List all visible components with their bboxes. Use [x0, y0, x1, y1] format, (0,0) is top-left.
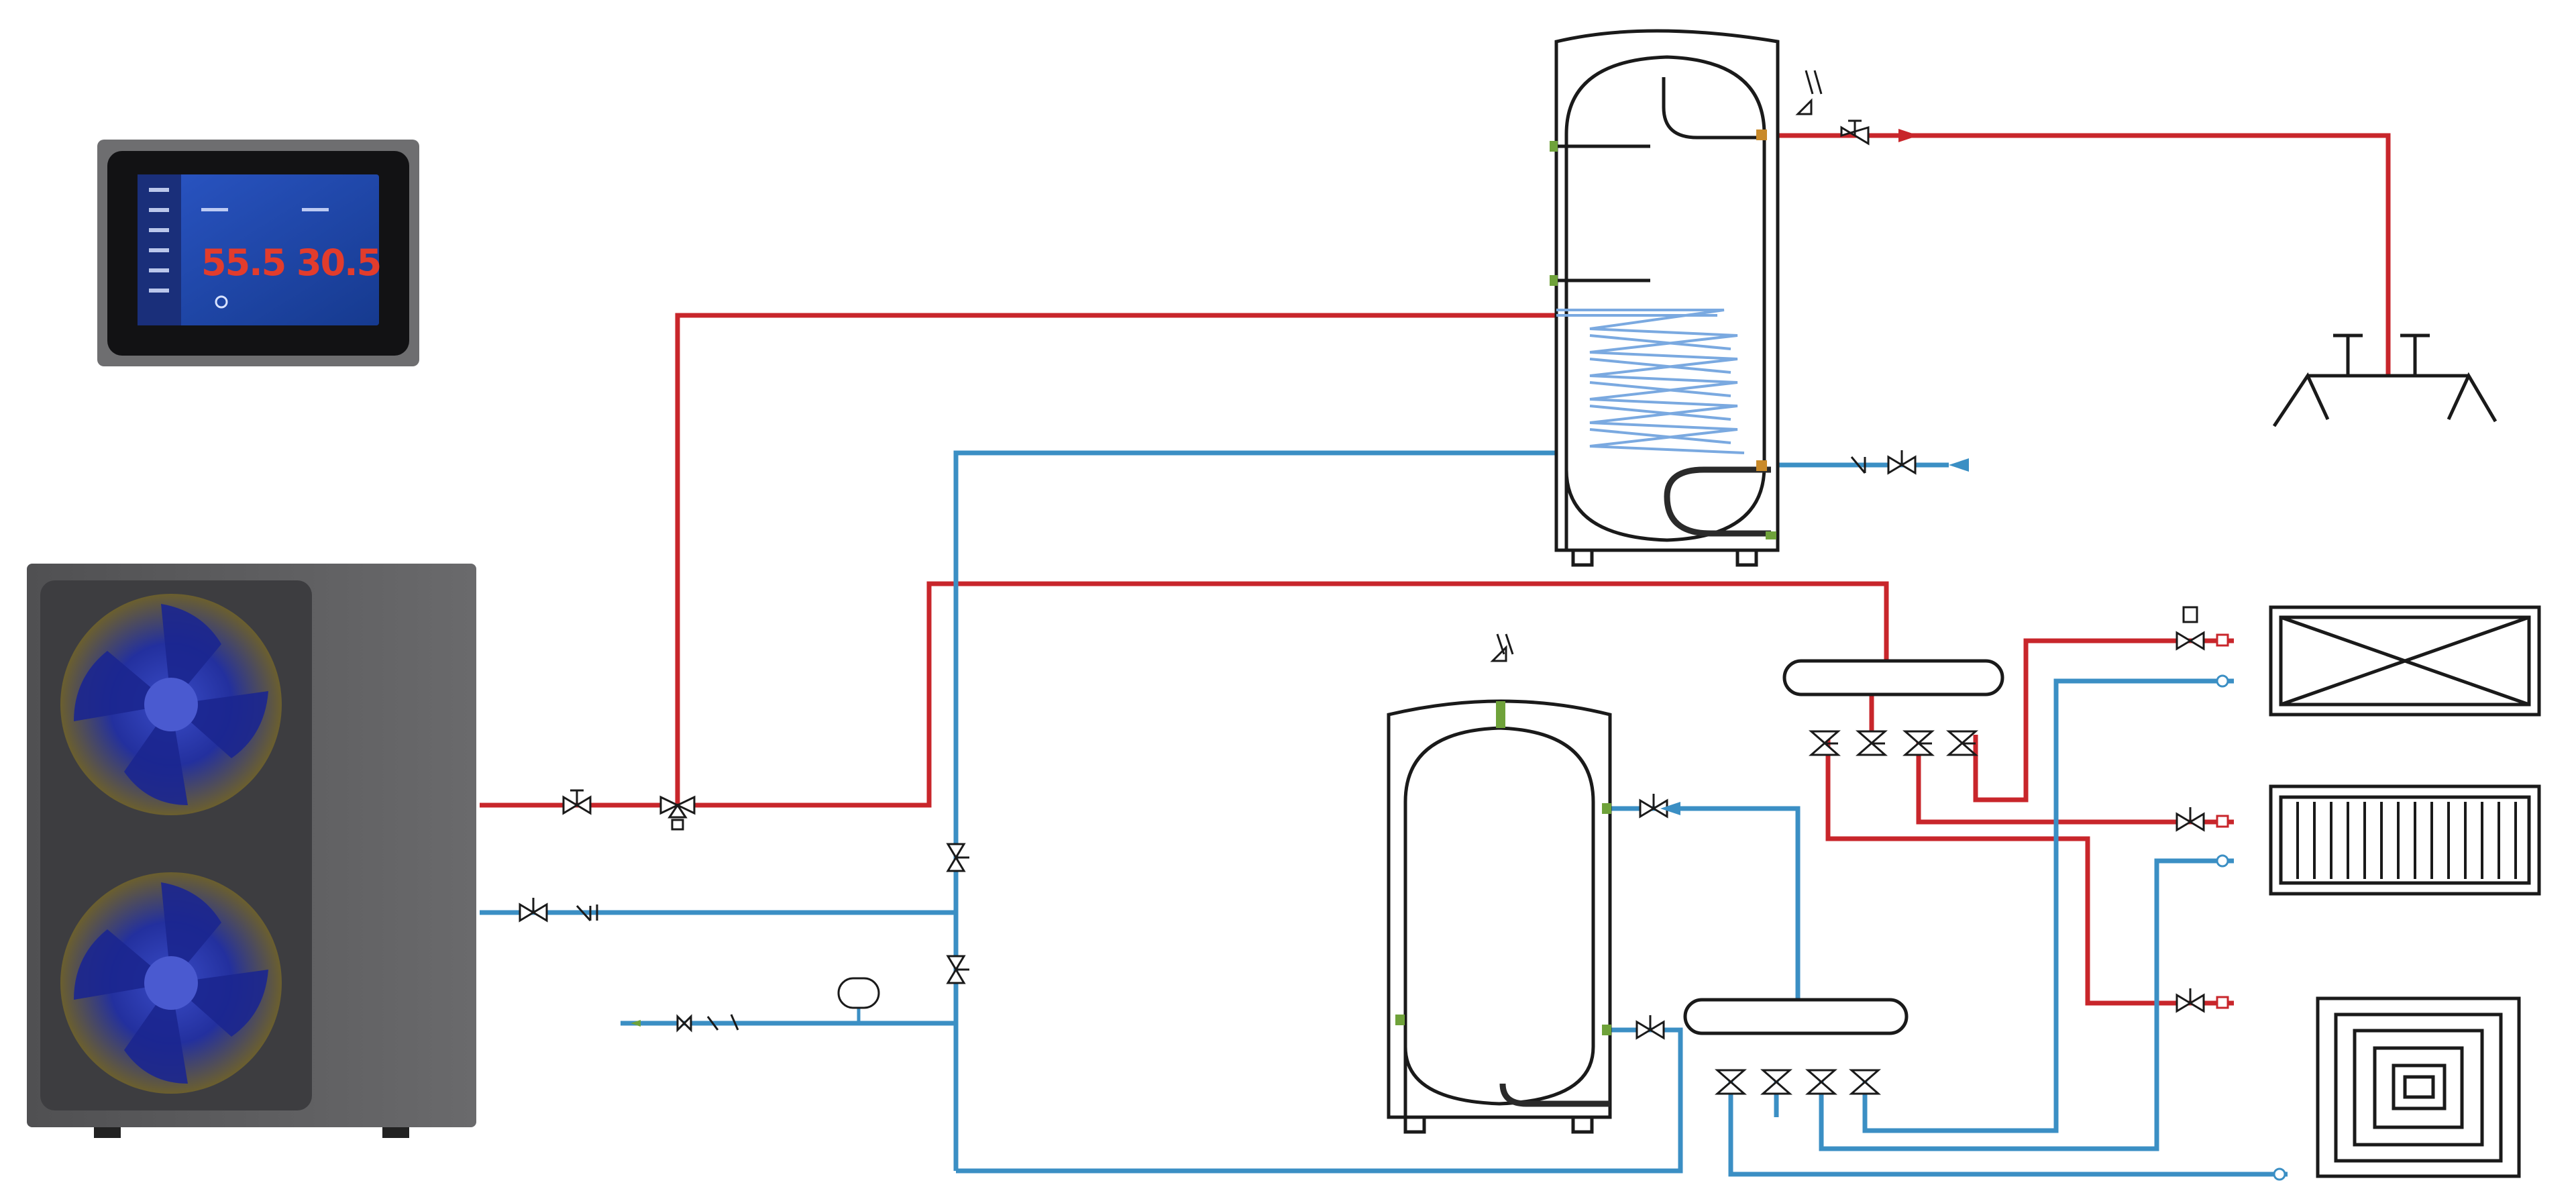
valve-icon	[1635, 1015, 1665, 1040]
cold-pipe-buffer-upper	[1610, 806, 1801, 1000]
shower-outlet-icon	[2272, 333, 2498, 427]
valve-icon	[1715, 1069, 1747, 1095]
valve-icon	[1809, 730, 1841, 756]
valve-icon	[1840, 119, 1870, 146]
heat-pump-unit	[27, 564, 476, 1138]
buffer-tank-icon	[1387, 699, 1612, 1134]
cold-pipe-fancoil-return	[1862, 678, 2234, 1133]
hot-manifold	[1782, 659, 2004, 696]
fan-coil-unit-icon	[2269, 605, 2541, 717]
wall-controller-icon	[97, 140, 419, 366]
valve-icon	[1902, 730, 1935, 756]
hot-pipes	[480, 133, 2391, 1006]
valve-icon	[2176, 606, 2205, 651]
hot-water-cylinder-icon	[1554, 29, 1780, 567]
radiator-icon	[2269, 784, 2541, 896]
valve-icon	[1805, 1069, 1837, 1095]
cold-pipe-floor-return	[1728, 1070, 2288, 1177]
valve-icon	[562, 789, 592, 815]
dhw-heat-exchanger-coil	[1556, 309, 1745, 454]
cold-pipes	[480, 450, 2288, 1177]
check-valve-icon	[576, 904, 598, 922]
pipe-network	[480, 133, 2391, 1177]
cold-pipe-radiator-return	[1819, 858, 2234, 1151]
valve-icon	[1887, 450, 1917, 475]
valve-icon	[519, 898, 548, 923]
valve-icon	[1760, 1069, 1792, 1095]
controller-temp-right: 30.5	[297, 242, 382, 284]
valve-icon	[2176, 807, 2205, 832]
hot-pipe-to-manifold	[678, 581, 1889, 808]
cold-manifold	[1683, 998, 1909, 1035]
makeup-fittings	[676, 1014, 739, 1033]
fan-top-icon	[60, 594, 282, 815]
tank-fittings	[1395, 129, 1776, 1035]
valve-icon	[946, 843, 969, 872]
controller-temp-left: 55.5	[201, 242, 286, 284]
underfloor-heating-icon	[2316, 996, 2521, 1178]
emitter-connectors	[2216, 633, 2286, 1181]
valve-icons	[519, 119, 2205, 1095]
hot-pipe-fancoil	[1973, 638, 2234, 802]
flow-arrows	[631, 129, 1969, 1027]
hot-pipe-radiator	[1916, 735, 2234, 825]
valve-icon	[1849, 1069, 1881, 1095]
fan-bottom-icon	[60, 872, 282, 1094]
valve-icon	[1946, 730, 1978, 756]
expansion-vessel-icon	[837, 977, 880, 1023]
three-way-valve-icon	[659, 795, 696, 831]
hot-pipe-floor	[1825, 735, 2234, 1006]
cold-pipe-coil-return	[953, 450, 1556, 1171]
valve-icon	[1856, 730, 1888, 756]
hot-pipe-dhw-outlet	[1778, 133, 2391, 376]
valve-icon	[1639, 794, 1668, 819]
hot-pipe-to-dhw-coil	[675, 313, 1556, 805]
valve-icon	[2176, 988, 2205, 1013]
check-valve-icon	[1850, 456, 1866, 474]
manifold-icon	[1683, 659, 2004, 1035]
valve-icon	[946, 955, 969, 984]
safety-valve-icon	[1490, 70, 1823, 662]
